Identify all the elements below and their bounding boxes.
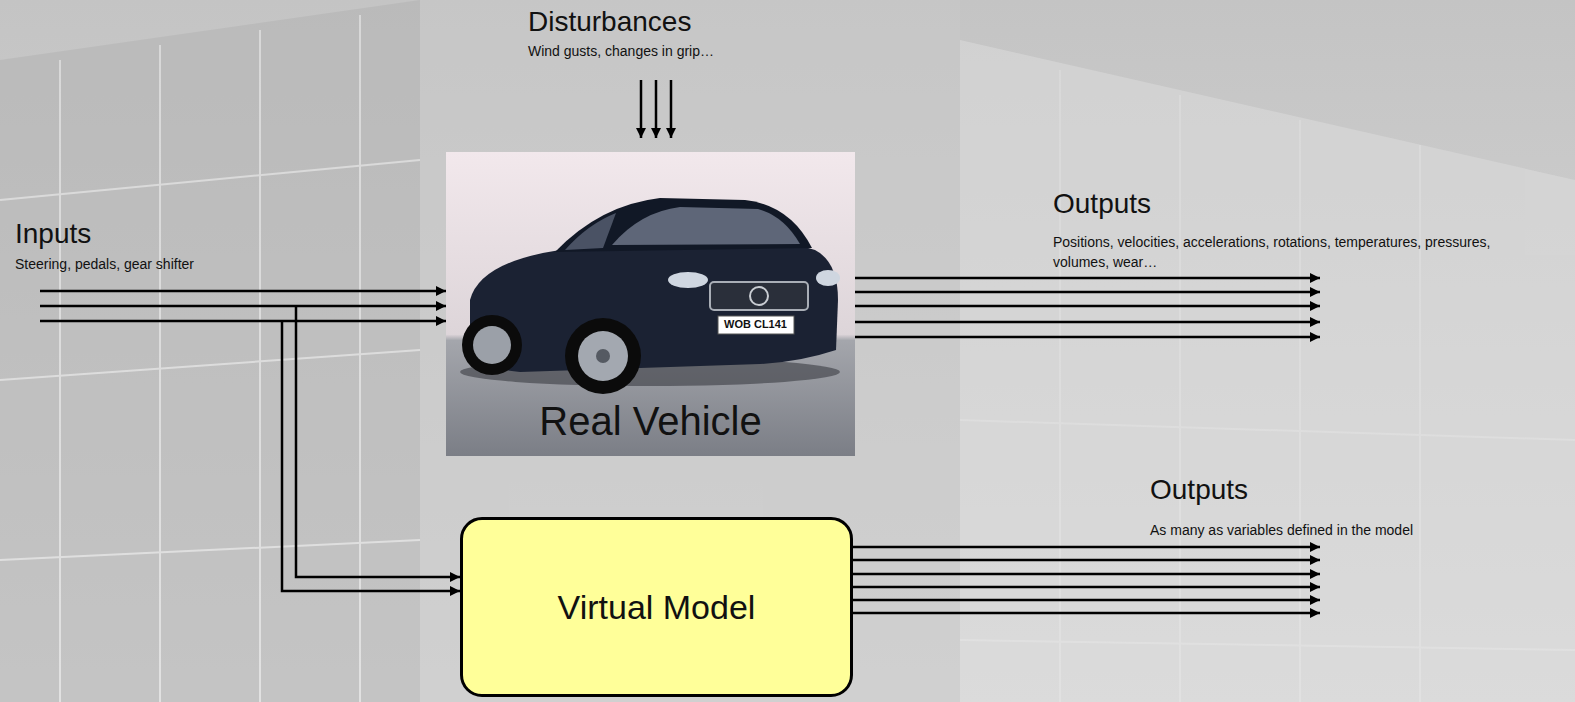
note: As many as variables defined in the mode… xyxy=(1150,522,1413,538)
car-photo xyxy=(446,152,855,456)
note: Wind gusts, changes in grip… xyxy=(528,43,714,59)
signal-arrow xyxy=(855,305,1320,308)
note: Steering, pedals, gear shifter xyxy=(15,256,194,272)
signal-arrow xyxy=(655,80,658,138)
signal-arrow xyxy=(296,306,460,577)
section-title: Disturbances xyxy=(528,6,691,38)
node-title: Real Vehicle xyxy=(539,399,761,444)
signal-arrow xyxy=(40,320,446,323)
signal-arrow xyxy=(853,599,1320,602)
vehicle-photo-box: Real Vehicle xyxy=(446,152,855,456)
signal-arrow xyxy=(853,559,1320,562)
note: Positions, velocities, accelerations, ro… xyxy=(1053,232,1503,272)
signal-arrow xyxy=(855,321,1320,324)
signal-arrow xyxy=(670,80,673,138)
signal-arrow xyxy=(853,586,1320,589)
license-plate: WOB CL141 xyxy=(722,318,789,331)
node-title: Virtual Model xyxy=(558,588,756,627)
signal-arrow xyxy=(853,573,1320,576)
signal-arrow xyxy=(282,321,460,591)
signal-arrow xyxy=(855,277,1320,280)
signal-arrow xyxy=(855,336,1320,339)
signal-arrow xyxy=(40,305,446,308)
section-title: Inputs xyxy=(15,218,91,250)
signal-arrow xyxy=(40,290,446,293)
signal-arrow xyxy=(853,612,1320,615)
section-title: Outputs xyxy=(1053,188,1151,220)
section-title: Outputs xyxy=(1150,474,1248,506)
model-box: Virtual Model xyxy=(460,517,853,697)
signal-arrow xyxy=(855,291,1320,294)
signal-arrow xyxy=(640,80,643,138)
signal-arrow xyxy=(853,546,1320,549)
